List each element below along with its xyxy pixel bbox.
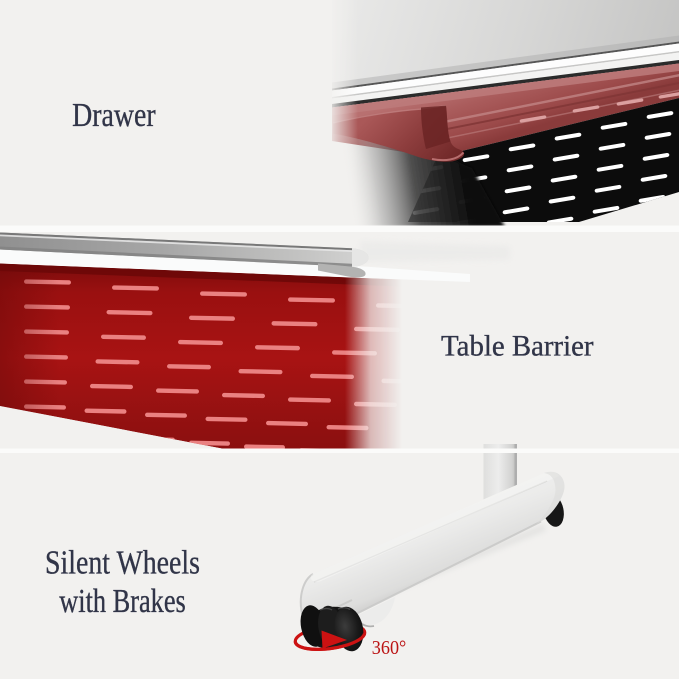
svg-text:Drawer: Drawer: [72, 97, 156, 134]
svg-text:360°: 360°: [372, 638, 407, 659]
svg-text:Silent Wheels: Silent Wheels: [45, 545, 200, 582]
svg-text:Table Barrier: Table Barrier: [441, 331, 594, 363]
svg-text:with Brakes: with Brakes: [59, 583, 186, 620]
